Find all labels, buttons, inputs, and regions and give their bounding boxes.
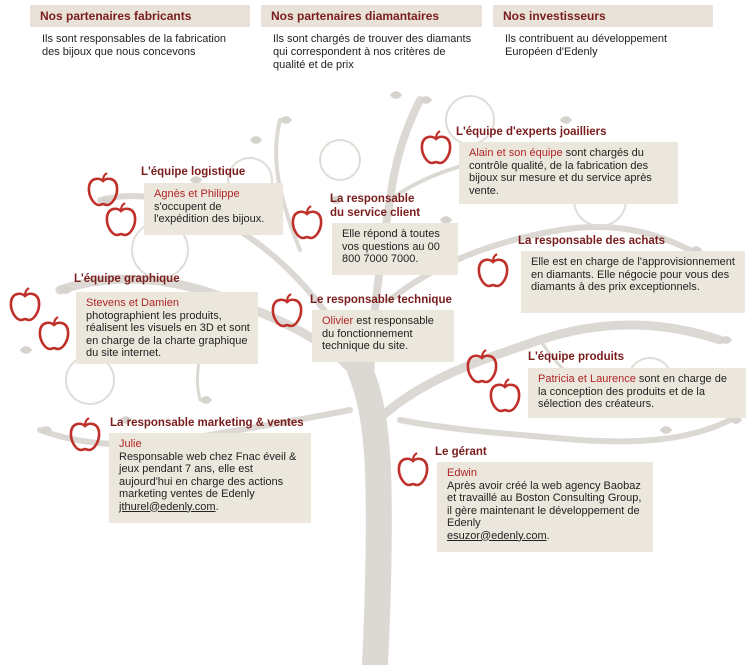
team-description: s'occupent de l'expédition des bijoux. (154, 200, 265, 226)
apple-icon (489, 378, 521, 413)
team-box-produits: Patricia et Laurence sont en charge de l… (528, 368, 746, 418)
apple-icon (38, 316, 70, 351)
team-title-line: La responsable (330, 193, 415, 205)
team-member-name: Edwin (447, 467, 477, 479)
team-title-logistique: L'équipe logistique (141, 166, 246, 178)
team-title-gerant: Le gérant (435, 446, 487, 458)
team-box-logistique: Agnès et Philippe s'occupent de l'expédi… (144, 183, 283, 235)
team-member-name: Agnès et Philippe (154, 188, 240, 200)
email-link-gerant[interactable]: esuzor@edenly.com (447, 529, 547, 542)
team-title-marketing: La responsable marketing & ventes (110, 417, 304, 429)
team-box-client: Elle répond à toutes vos questions au 00… (332, 223, 458, 275)
team-description: sont chargés du contrôle qualité, de la … (469, 147, 652, 197)
team-box-achats: Elle est en charge de l'approvisionnemen… (521, 251, 745, 313)
team-box-technique: Olivier est responsable du fonctionnemen… (312, 310, 454, 362)
apple-icon (477, 253, 509, 288)
email-link-marketing[interactable]: jthurel@edenly.com (119, 500, 216, 513)
team-description: est responsable du fonctionnement techni… (322, 315, 434, 352)
team-member-name: Stevens et Damien (86, 297, 179, 309)
team-title-client: La responsable du service client (330, 192, 420, 220)
partner-desc-diamantaires: Ils sont chargés de trouver des diamants… (273, 33, 472, 71)
apple-icon (105, 202, 137, 237)
apple-icon (466, 349, 498, 384)
team-description: photographient les produits, réalisent l… (86, 309, 250, 360)
apple-icon (397, 452, 429, 487)
team-box-marketing: Julie Responsable web chez Fnac éveil & … (109, 433, 311, 523)
partner-desc-investisseurs: Ils contribuent au développement Europée… (505, 33, 668, 58)
punctuation: . (215, 500, 219, 513)
team-title-technique: Le responsable technique (310, 294, 452, 306)
punctuation: . (546, 529, 550, 542)
partner-heading-diamantaires: Nos partenaires diamantaires (261, 5, 482, 27)
team-title-achats: La responsable des achats (518, 235, 666, 247)
apple-icon (291, 205, 323, 240)
apple-icon (271, 293, 303, 328)
team-member-name: Alain et son équipe (469, 147, 563, 159)
team-title-line: du service client (330, 207, 421, 219)
team-title-produits: L'équipe produits (528, 351, 625, 363)
team-description: sont en charge de la conception des prod… (538, 373, 727, 410)
team-box-experts: Alain et son équipe sont chargés du cont… (459, 142, 678, 204)
team-title-graphique: L'équipe graphique (74, 273, 180, 285)
partner-heading-fabricants: Nos partenaires fabricants (30, 5, 250, 27)
apple-icon (87, 172, 119, 207)
partner-heading-investisseurs: Nos investisseurs (493, 5, 713, 27)
team-title-experts: L'équipe d'experts joailliers (456, 126, 607, 138)
team-box-gerant: Edwin Après avoir créé la web agency Bao… (437, 462, 653, 552)
apple-icon (420, 130, 452, 165)
apple-icon (69, 417, 101, 452)
team-member-name: Julie (119, 438, 142, 450)
team-member-name: Olivier (322, 315, 354, 327)
partner-desc-fabricants: Ils sont responsables de la fabrication … (42, 33, 227, 58)
team-description: Elle est en charge de l'approvisionnemen… (531, 256, 735, 293)
team-description: Elle répond à toutes vos questions au 00… (342, 228, 440, 265)
team-description: Après avoir créé la web agency Baobaz et… (447, 479, 642, 530)
team-member-name: Patricia et Laurence (538, 373, 636, 385)
team-description: Responsable web chez Fnac éveil & jeux p… (119, 450, 297, 501)
team-box-graphique: Stevens et Damien photographient les pro… (76, 292, 258, 364)
apple-icon (9, 287, 41, 322)
